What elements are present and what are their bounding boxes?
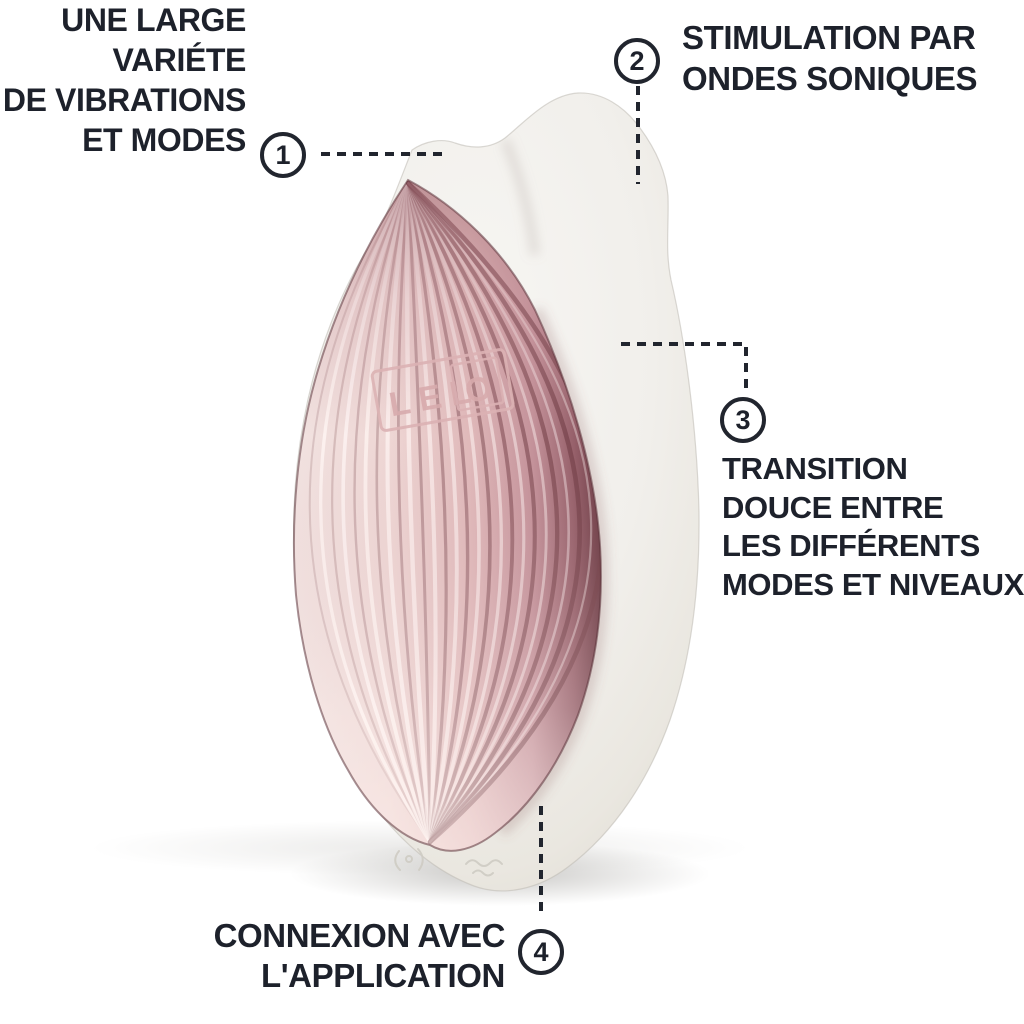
callout-3-line-2: DOUCE ENTRE: [722, 489, 944, 525]
callout-3-label: TRANSITION DOUCE ENTRE LES DIFFÉRENTS MO…: [722, 450, 1024, 604]
callout-2-line-2: ONDES SONIQUES: [682, 60, 978, 97]
embossed-control-icons: [394, 848, 503, 877]
callout-4-line-1: CONNEXION AVEC: [213, 917, 506, 954]
callout-3-line-3: LES DIFFÉRENTS: [722, 528, 980, 563]
callout-1-number: 1: [260, 132, 306, 178]
lelo-logo-text-o: O: [462, 369, 495, 411]
callout-3-number: 3: [720, 397, 766, 443]
leader-lines: [321, 86, 748, 917]
callout-2-line-1: STIMULATION PAR: [682, 19, 976, 56]
callout-1-line-1: UNE LARGE: [61, 2, 246, 38]
callout-4-number-text: 4: [533, 936, 549, 967]
callout-2-label: STIMULATION PAR ONDES SONIQUES: [682, 17, 978, 99]
callout-1-line-2: VARIÉTE: [112, 42, 246, 78]
callout-2-number: 2: [614, 38, 660, 84]
callout-2-number-text: 2: [629, 45, 645, 76]
callout-1-number-text: 1: [275, 139, 291, 170]
callout-4-label: CONNEXION AVEC L'APPLICATION: [150, 916, 506, 995]
callout-3-line-1: TRANSITION: [722, 451, 908, 486]
callout-1-line-3: DE VIBRATIONS: [2, 82, 247, 118]
callout-4-number: 4: [518, 929, 564, 975]
callout-1-line-4: ET MODES: [82, 122, 246, 158]
callout-4-line-2: L'APPLICATION: [260, 956, 505, 994]
callout-3-number-text: 3: [735, 404, 751, 435]
callout-1-label: UNE LARGE VARIÉTE DE VIBRATIONS ET MODES: [0, 0, 247, 160]
callout-3-line-4: MODES ET NIVEAUX: [722, 566, 1024, 602]
